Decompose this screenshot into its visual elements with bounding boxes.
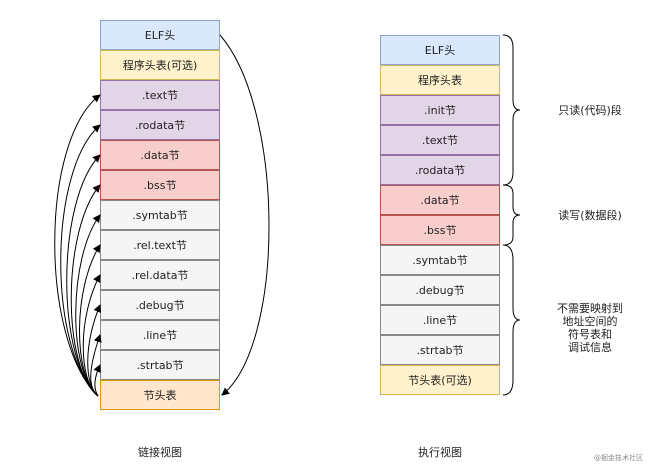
link-section-header-table: 节头表 <box>100 380 220 410</box>
link-text-section: .text节 <box>100 80 220 110</box>
link-view-column: ELF头 程序头表(可选) .text节 .rodata节 .data节 .bs… <box>100 20 220 410</box>
link-bss-section: .bss节 <box>100 170 220 200</box>
link-symtab-section: .symtab节 <box>100 200 220 230</box>
arrow-to-bss <box>70 184 101 397</box>
exec-program-header-table: 程序头表 <box>380 65 500 95</box>
section-header-arrows <box>54 94 102 397</box>
arrow-to-debug <box>87 304 102 397</box>
brace-readwrite <box>502 184 521 246</box>
watermark: @掘金技术社区 <box>594 454 643 462</box>
arrow-to-line <box>90 334 102 397</box>
exec-strtab-section: .strtab节 <box>380 335 500 365</box>
exec-view-column: ELF头 程序头表 .init节 .text节 .rodata节 .data节 … <box>380 35 500 395</box>
segment-label-debug: 不需要映射到 地址空间的 符号表和 调试信息 <box>557 302 623 354</box>
segment-label-readonly: 只读(代码)段 <box>558 104 622 117</box>
link-rel-text-section: .rel.text节 <box>100 230 220 260</box>
link-rodata-section: .rodata节 <box>100 110 220 140</box>
exec-symtab-section: .symtab节 <box>380 245 500 275</box>
exec-init-section: .init节 <box>380 95 500 125</box>
exec-debug-section: .debug节 <box>380 275 500 305</box>
link-debug-section: .debug节 <box>100 290 220 320</box>
arrow-elf-to-section-header <box>219 34 270 396</box>
exec-section-header-table: 节头表(可选) <box>380 365 500 395</box>
brace-readonly <box>502 34 521 186</box>
arrow-to-strtab <box>93 364 101 397</box>
link-rel-data-section: .rel.data节 <box>100 260 220 290</box>
exec-rodata-section: .rodata节 <box>380 155 500 185</box>
brace-debug <box>502 244 521 396</box>
exec-line-section: .line节 <box>380 305 500 335</box>
link-line-section: .line节 <box>100 320 220 350</box>
link-data-section: .data节 <box>100 140 220 170</box>
exec-elf-header: ELF头 <box>380 35 500 65</box>
exec-bss-section: .bss节 <box>380 215 500 245</box>
link-program-header-table: 程序头表(可选) <box>100 50 220 80</box>
exec-text-section: .text节 <box>380 125 500 155</box>
exec-view-caption: 执行视图 <box>418 446 462 459</box>
segment-label-readwrite: 读写(数据段) <box>558 209 622 222</box>
exec-data-section: .data节 <box>380 185 500 215</box>
link-elf-header: ELF头 <box>100 20 220 50</box>
link-view-caption: 链接视图 <box>138 446 182 459</box>
